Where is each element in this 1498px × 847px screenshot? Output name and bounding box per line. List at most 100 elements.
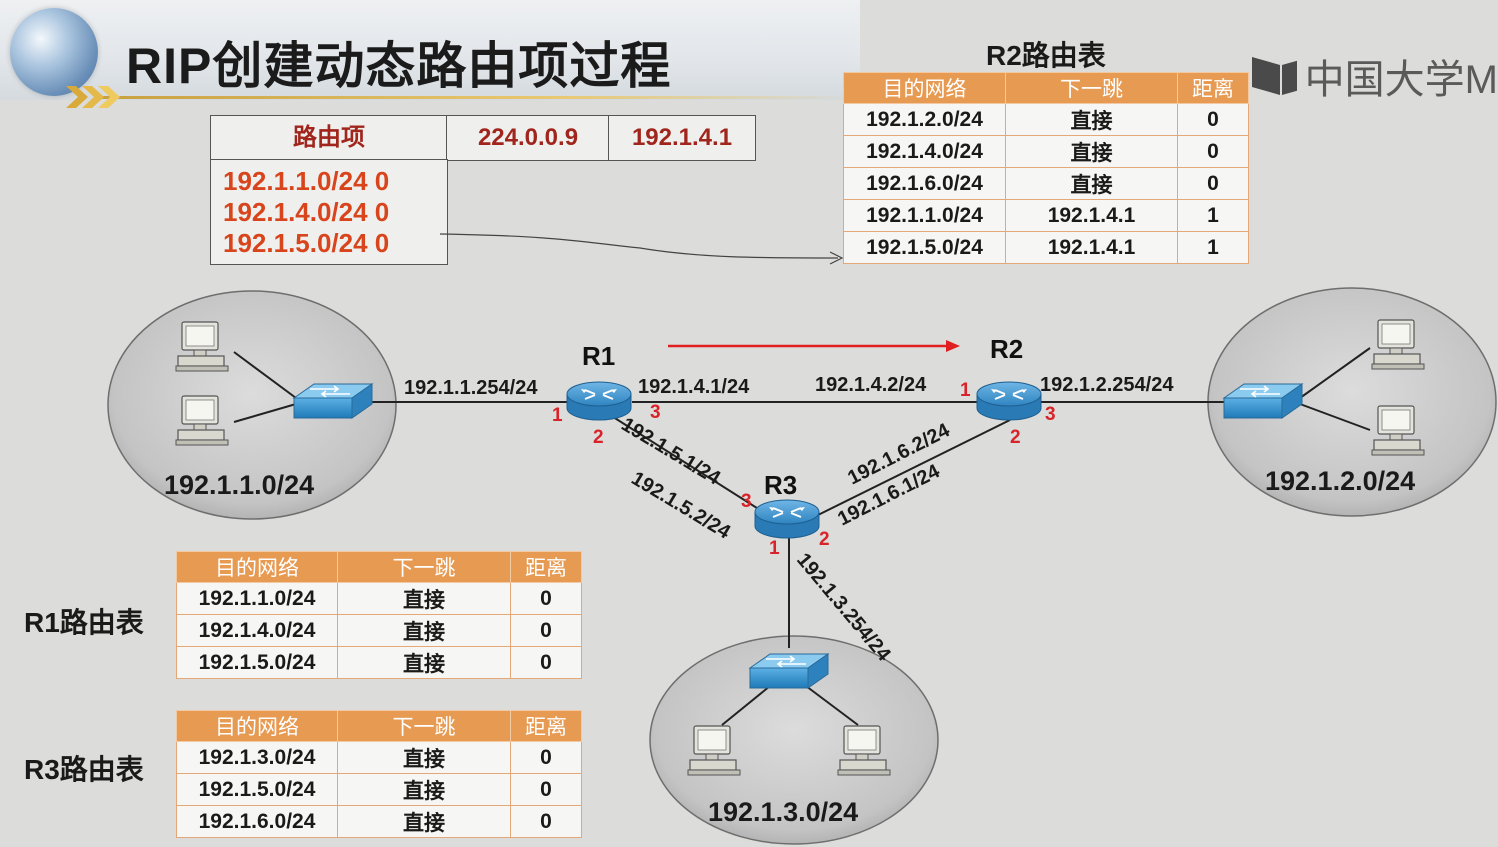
router-r2-icon (976, 381, 1042, 421)
port-number: 2 (593, 427, 604, 448)
interface-label: 192.1.4.1/24 (638, 376, 750, 398)
r3-routing-table: 目的网络 下一跳 距离 192.1.3.0/24 直接 0 192.1.5.0/… (176, 710, 582, 838)
table-row: 192.1.6.0/24 直接 0 (843, 167, 1249, 200)
globe-logo (10, 8, 98, 96)
column-header: 目的网络 (843, 72, 1006, 104)
packet-entries-cell: 192.1.1.0/24 0 192.1.4.0/24 0 192.1.5.0/… (210, 159, 448, 265)
r2-routing-table: 目的网络 下一跳 距离 192.1.2.0/24 直接 0 192.1.4.0/… (843, 72, 1249, 264)
port-number: 1 (552, 405, 563, 426)
table-row: 192.1.6.0/24 直接 0 (176, 805, 582, 838)
port-number: 1 (960, 380, 971, 401)
table-cell: 1 (1177, 231, 1249, 264)
table-cell: 192.1.5.0/24 (176, 773, 338, 806)
router-r1-icon (566, 381, 632, 421)
direction-arrowhead (946, 340, 960, 352)
port-number: 3 (1045, 404, 1056, 425)
interface-label: 192.1.2.254/24 (1040, 374, 1174, 396)
table-cell: 192.1.2.0/24 (843, 103, 1006, 136)
table-cell: 直接 (337, 805, 511, 838)
packet-dest-cell: 224.0.0.9 (446, 115, 610, 161)
column-header: 距离 (1177, 72, 1249, 104)
r3-table-caption: R3路由表 (24, 754, 144, 785)
table-cell: 0 (1177, 103, 1249, 136)
lan-2-label: 192.1.2.0/24 (1265, 466, 1415, 496)
router-r3-icon (754, 499, 820, 539)
packet-entry: 192.1.1.0/24 0 (223, 166, 390, 196)
packet-header: 路由项 (293, 124, 365, 151)
table-cell: 直接 (337, 741, 511, 774)
table-header-row: 目的网络 下一跳 距离 (843, 72, 1249, 104)
table-cell: 192.1.4.0/24 (843, 135, 1006, 168)
packet-header-cell: 路由项 (210, 115, 448, 161)
table-row: 192.1.1.0/24 直接 0 (176, 582, 582, 615)
brand-text: 中国大学M (1304, 58, 1498, 102)
table-cell: 192.1.4.1 (1005, 231, 1178, 264)
lan-3-label: 192.1.3.0/24 (708, 797, 858, 827)
brand-icon (1252, 57, 1297, 95)
table-header-row: 目的网络 下一跳 距离 (176, 551, 582, 583)
column-header: 距离 (510, 710, 582, 742)
lan-1-cloud (107, 290, 397, 520)
table-cell: 192.1.4.1 (1005, 199, 1178, 232)
packet-entry: 192.1.4.0/24 0 (223, 197, 390, 227)
table-cell: 直接 (1005, 167, 1178, 200)
port-number: 1 (769, 538, 780, 559)
page-title: RIP创建动态路由项过程 (126, 38, 672, 94)
column-header: 下一跳 (337, 710, 511, 742)
table-cell: 0 (510, 805, 582, 838)
table-cell: 0 (510, 773, 582, 806)
interface-label: 192.1.4.2/24 (815, 374, 927, 396)
table-cell: 192.1.4.0/24 (176, 614, 338, 647)
table-cell: 直接 (337, 646, 511, 679)
packet-src-cell: 192.1.4.1 (608, 115, 756, 161)
column-header: 距离 (510, 551, 582, 583)
table-cell: 192.1.6.0/24 (176, 805, 338, 838)
table-cell: 0 (1177, 167, 1249, 200)
brand-logo: 中国大学M (1250, 46, 1498, 106)
column-header: 下一跳 (337, 551, 511, 583)
port-number: 2 (819, 529, 830, 550)
r1-table-caption: R1路由表 (24, 607, 144, 638)
table-row: 192.1.5.0/24 192.1.4.1 1 (843, 231, 1249, 264)
lan-3-cloud (649, 635, 939, 845)
port-number: 3 (741, 491, 752, 512)
table-cell: 1 (1177, 199, 1249, 232)
table-row: 192.1.5.0/24 直接 0 (176, 773, 582, 806)
port-number: 3 (650, 402, 661, 423)
table-cell: 192.1.5.0/24 (176, 646, 338, 679)
table-cell: 192.1.1.0/24 (843, 199, 1006, 232)
table-header-row: 目的网络 下一跳 距离 (176, 710, 582, 742)
port-number: 2 (1010, 427, 1021, 448)
table-cell: 192.1.6.0/24 (843, 167, 1006, 200)
connector-line (439, 233, 839, 259)
column-header: 下一跳 (1005, 72, 1178, 104)
table-cell: 直接 (337, 773, 511, 806)
lan-1-label: 192.1.1.0/24 (164, 470, 314, 500)
links (233, 347, 1371, 726)
table-cell: 192.1.5.0/24 (843, 231, 1006, 264)
packet-src: 192.1.4.1 (631, 124, 733, 151)
table-cell: 直接 (337, 582, 511, 615)
title-rule (100, 96, 860, 99)
packet-dest: 224.0.0.9 (477, 124, 579, 151)
interface-label: 192.1.1.254/24 (404, 377, 538, 399)
table-row: 192.1.5.0/24 直接 0 (176, 646, 582, 679)
table-row: 192.1.4.0/24 直接 0 (843, 135, 1249, 168)
column-header: 目的网络 (176, 710, 338, 742)
table-cell: 0 (510, 646, 582, 679)
router-r1-label: R1 (582, 341, 615, 371)
title-band (0, 0, 860, 100)
packet-entry: 192.1.5.0/24 0 (223, 228, 390, 258)
table-cell: 0 (510, 582, 582, 615)
router-r3-label: R3 (764, 470, 797, 500)
table-cell: 直接 (1005, 103, 1178, 136)
table-row: 192.1.2.0/24 直接 0 (843, 103, 1249, 136)
column-header: 目的网络 (176, 551, 338, 583)
router-r2-label: R2 (990, 334, 1023, 364)
r2-table-caption: R2路由表 (986, 40, 1106, 71)
table-row: 192.1.3.0/24 直接 0 (176, 741, 582, 774)
table-cell: 0 (510, 741, 582, 774)
table-row: 192.1.1.0/24 192.1.4.1 1 (843, 199, 1249, 232)
chevron-icon (66, 86, 120, 108)
